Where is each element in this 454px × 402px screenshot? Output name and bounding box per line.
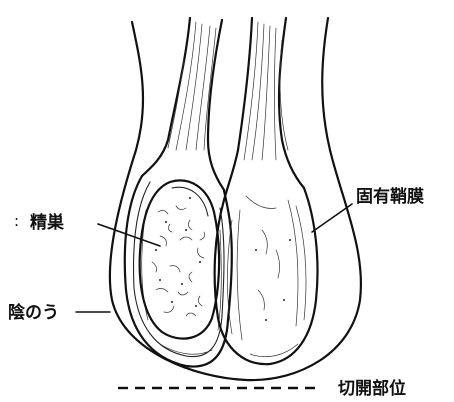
scrotum-outline [110,18,361,380]
testis-label: 精巣 [30,212,65,233]
colon-mark: : [14,212,19,230]
testis-leader-line [98,224,160,246]
scrotum-label: 陰のう [8,302,59,323]
tunica-vaginalis-label: 固有鞘膜 [356,186,424,207]
incision-site-label: 切開部位 [338,378,406,399]
right-testis-in-tunica [215,188,318,364]
testis [140,180,219,338]
testis-texture [152,197,205,316]
right-spermatic-cord [224,18,304,200]
tunica-leader-line [312,204,352,232]
left-spermatic-cord [142,18,224,190]
